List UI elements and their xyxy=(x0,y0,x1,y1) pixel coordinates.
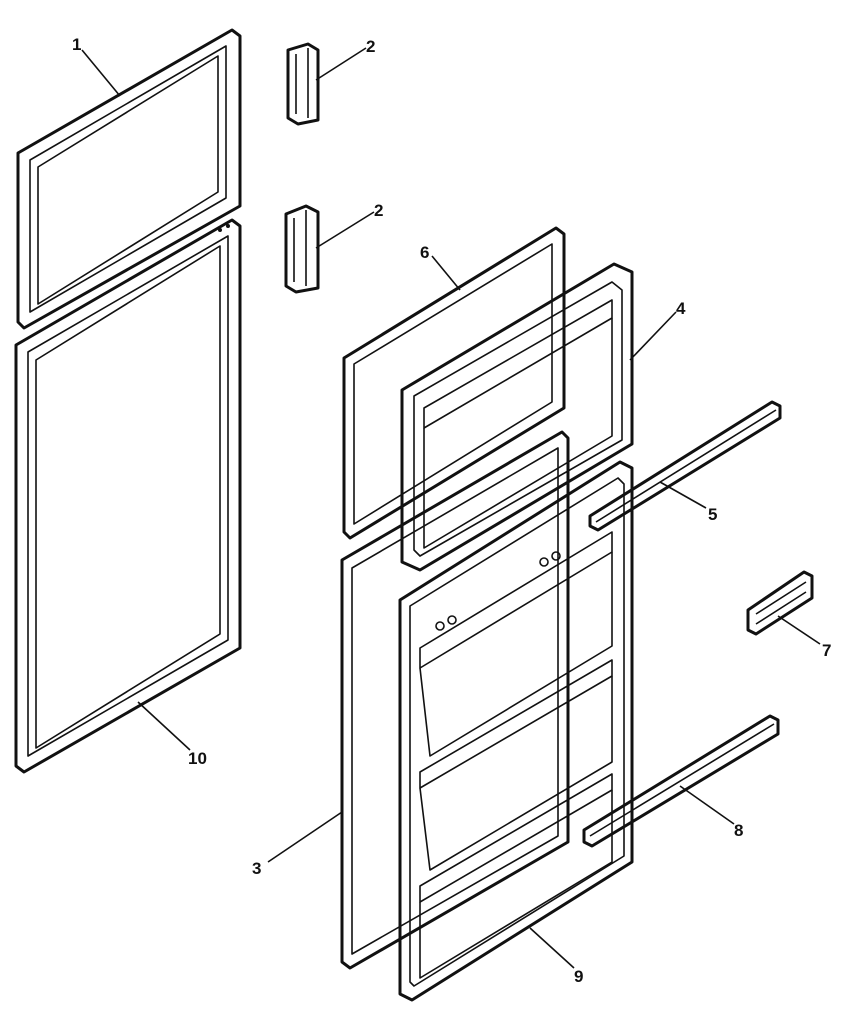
callout-5: 5 xyxy=(708,505,717,524)
callout-2-lower: 2 xyxy=(374,201,383,220)
callout-9: 9 xyxy=(574,967,583,986)
callout-1: 1 xyxy=(72,35,81,54)
part-9-fresh-food-door-liner xyxy=(398,460,634,1002)
callout-10: 10 xyxy=(188,749,207,768)
part-3-fresh-food-inner-gasket xyxy=(340,430,570,970)
callout-7: 7 xyxy=(822,641,831,660)
callout-4: 4 xyxy=(676,299,686,318)
callout-6: 6 xyxy=(420,243,429,262)
callout-labels: 1 2 2 6 4 5 7 8 9 3 10 xyxy=(72,35,831,986)
callout-2-upper: 2 xyxy=(366,37,375,56)
part-2-handle-lower xyxy=(284,204,320,294)
part-10-fresh-food-gasket xyxy=(14,218,242,774)
callout-8: 8 xyxy=(734,821,743,840)
part-7-shelf-retainer xyxy=(746,570,814,636)
part-5-upper-door-rail xyxy=(588,400,782,532)
part-2-handle-upper xyxy=(286,42,320,126)
part-1-freezer-gasket xyxy=(16,28,242,330)
part-4-freezer-door-liner xyxy=(400,262,634,572)
part-8-lower-door-rail xyxy=(582,714,780,848)
leader-lines xyxy=(81,47,821,969)
part-6-freezer-inner-gasket xyxy=(342,226,566,540)
callout-3: 3 xyxy=(252,859,261,878)
